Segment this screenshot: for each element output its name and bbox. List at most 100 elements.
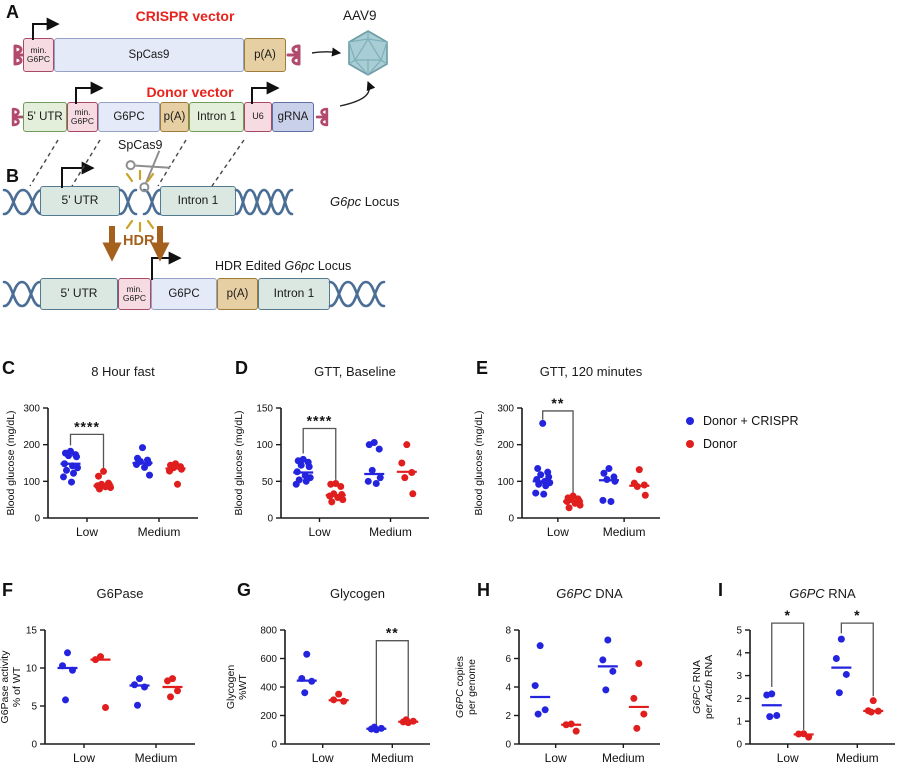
panel-b-letter: B [6,166,19,186]
significance-bracket [302,427,337,480]
panel-title: G6PC RNA [789,586,856,601]
panel-title: GTT, 120 minutes [540,364,643,379]
y-tick-label: 400 [260,683,277,694]
data-point [766,713,774,721]
data-point [534,465,542,472]
data-point [534,710,542,718]
data-point [339,496,347,504]
significance-stars: ** [386,625,399,641]
dna-helix [118,188,138,216]
data-point [139,444,146,452]
y-tick-label: 0 [508,514,514,525]
data-point [539,419,547,427]
itr-icon [11,107,25,127]
panel-letter: G [237,580,251,600]
dna-helix [2,188,44,216]
y-tick-label: 10 [26,664,38,675]
y-tick-label: 100 [256,440,273,451]
donor-intron1-box: Intron 1 [189,102,244,132]
panel-letter: E [476,358,488,378]
itr-icon [315,107,329,127]
hdr-label: HDR [123,233,155,249]
x-category-label: Medium [371,751,414,762]
x-category-label: Medium [602,751,645,762]
y-tick-label: 300 [497,404,514,415]
dna-helix [2,280,42,308]
data-point [74,464,81,472]
y-tick-label: 50 [262,477,274,488]
data-point [292,480,300,488]
data-point [842,670,850,678]
significance-bracket [840,622,874,697]
itr-icon [13,44,28,66]
x-category-label: Medium [603,525,646,539]
data-point [565,504,573,512]
significance-stars: **** [74,418,100,434]
y-axis-label: G6PC RNA [691,660,703,714]
data-point [607,498,615,505]
data-point [536,642,544,650]
data-point [297,461,305,469]
data-point [599,496,607,504]
data-point [146,471,153,479]
data-point [60,473,67,481]
y-tick-label: 0 [271,740,277,751]
panel-title: 8 Hour fast [91,364,155,379]
data-point [136,675,143,683]
x-category-label: Low [312,751,334,762]
x-category-label: Medium [135,751,178,762]
data-point [302,477,310,485]
y-axis-label: % of WT [11,666,23,707]
donor-to-aav-arrow [339,80,376,107]
data-point [609,667,617,675]
x-category-label: Low [777,751,799,762]
y-tick-label: 200 [260,711,277,722]
y-tick-label: 0 [505,740,511,751]
data-point [773,712,781,719]
x-category-label: Low [73,751,95,762]
data-point [403,441,411,449]
y-tick-label: 2 [736,694,742,705]
data-point [100,467,107,475]
data-point [63,466,70,474]
data-point [641,491,649,499]
data-point [375,445,383,453]
locus-5utr-box: 5' UTR [40,186,120,216]
data-point [303,650,311,658]
legend-item-donor: Donor [686,437,799,451]
aav9-label: AAV9 [343,8,377,23]
blue-dot-icon [686,417,694,425]
series-legend: Donor + CRISPR Donor [686,414,799,460]
significance-stars: * [854,607,860,623]
x-category-label: Low [547,525,569,539]
locus-intron1-box: Intron 1 [160,186,236,216]
x-category-label: Low [545,751,567,762]
data-point [635,466,643,474]
y-tick-label: 200 [23,440,40,451]
data-point [96,485,103,493]
itr-icon [286,44,301,66]
data-point [633,724,641,732]
y-tick-label: 6 [505,654,511,665]
significance-stars: **** [307,413,333,429]
panel-title: GTT, Baseline [314,364,396,379]
data-point [64,649,71,657]
data-point [164,677,171,685]
y-tick-label: 0 [34,514,40,525]
data-point [572,727,580,735]
y-tick-label: 800 [260,626,277,637]
y-tick-label: 300 [23,404,40,415]
x-category-label: Medium [369,525,412,539]
data-point [611,477,619,485]
y-tick-label: 4 [736,648,742,659]
donor-g6pc-box: G6PC [98,102,160,132]
crispr-min-g6pc-promoter: min. G6PC [23,38,54,72]
data-point [365,441,373,449]
data-point [835,689,843,697]
data-point [174,687,181,695]
